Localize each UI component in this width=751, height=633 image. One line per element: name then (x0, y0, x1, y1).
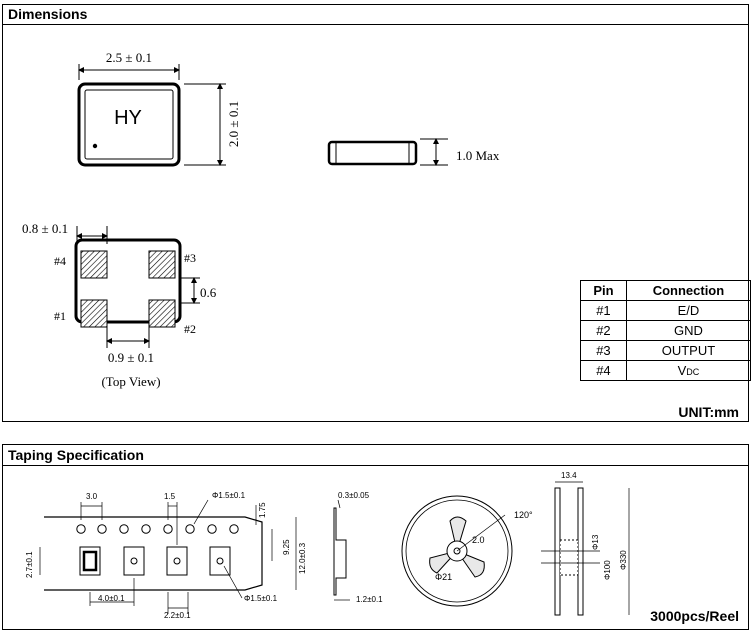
package-marking: HY (114, 107, 142, 129)
pin-label-2: #2 (184, 322, 196, 336)
taping-title: Taping Specification (8, 447, 144, 463)
tape-section: 0.3±0.05 1.2±0.1 (333, 491, 383, 604)
reel-side: 13.4 Φ13 Φ100 Φ330 (541, 471, 630, 616)
pad-1 (80, 299, 108, 328)
pin-cell: #4 (580, 360, 627, 381)
tape-width-label: 12.0±0.3 (298, 542, 307, 574)
pad-width-label: 0.8 ± 0.1 (22, 221, 68, 236)
taping-frame (2, 444, 749, 630)
reel-d13-label: Φ13 (591, 534, 600, 550)
sprocket-holes (76, 524, 239, 534)
pin-cell: #1 (580, 300, 627, 321)
taping-title-rule (2, 465, 749, 466)
vdc-sub: DC (686, 367, 700, 377)
hole-dia-label: Φ1.5±0.1 (212, 491, 246, 500)
pocket-dim-label: 2.7±0.1 (25, 551, 34, 578)
table-row: #3 OUTPUT (580, 340, 751, 361)
vdc-main: V (677, 363, 687, 378)
pitch-half-label: 9.25 (282, 539, 291, 555)
connection-cell: VDC (625, 360, 751, 381)
hole-spacing-label: 1.5 (164, 492, 176, 501)
unit-label: UNIT:mm (678, 404, 739, 420)
height-dim-label: 2.0 ± 0.1 (226, 101, 241, 147)
side-height-label: 1.0 Max (456, 148, 500, 163)
pad-pitch-label: 0.9 ± 0.1 (108, 350, 154, 365)
pin-cell: #2 (580, 320, 627, 341)
pocket-hole-label: Φ1.5±0.1 (244, 594, 278, 603)
hole-pitch-label: 3.0 (86, 492, 98, 501)
reel-width-label: 13.4 (561, 471, 577, 480)
reel-d330-label: Φ330 (619, 550, 628, 570)
dimensions-frame (2, 4, 749, 422)
pocket-depth-label: 1.2±0.1 (356, 595, 383, 604)
table-row: #4 VDC (580, 360, 751, 381)
pin-cell: #3 (580, 340, 627, 361)
pad-3 (148, 250, 176, 279)
connection-cell: OUTPUT (625, 340, 751, 361)
pad-4 (80, 250, 108, 279)
reel-d100-label: Φ100 (603, 560, 612, 580)
reel-qty-label: 3000pcs/Reel (650, 608, 739, 624)
pin-table: Pin Connection #1 E/D #2 GND #3 OUTPUT #… (580, 280, 751, 381)
connection-cell: GND (625, 320, 751, 341)
width-dim-label: 2.5 ± 0.1 (106, 50, 152, 65)
pocket-pitch-label: 4.0±0.1 (98, 594, 125, 603)
center-dist-label: 2.2±0.1 (164, 611, 191, 620)
pin1-dot (92, 143, 98, 149)
pin-label-1: #1 (54, 309, 66, 323)
top-view: HY 2.5 ± 0.1 2.0 ± 0.1 (77, 50, 241, 167)
pad-gap-label: 0.6 (200, 285, 217, 300)
pin-col-header: Pin (580, 280, 627, 301)
table-row: #1 E/D (580, 300, 751, 321)
reel-key-label: 2.0 (472, 535, 485, 545)
pin-table-header: Pin Connection (580, 280, 751, 301)
pin-label-4: #4 (54, 254, 66, 268)
reel-front: 120° 2.0 Φ21 (401, 495, 533, 607)
pin-label-3: #3 (184, 251, 196, 265)
table-row: #2 GND (580, 320, 751, 341)
top-view-caption: (Top View) (101, 374, 160, 389)
reel-hub-label: Φ21 (435, 572, 452, 582)
pad-view: 0.8 ± 0.1 0.6 0.9 ± 0.1 (Top View) #4 #3… (22, 221, 217, 389)
reel-angle-label: 120° (514, 510, 533, 520)
connection-cell: E/D (625, 300, 751, 321)
tape-plan: 3.0 1.5 Φ1.5±0.1 1.75 9.25 12.0±0.3 2.7±… (25, 491, 307, 620)
pad-2 (148, 299, 176, 328)
tape-thickness-label: 0.3±0.05 (338, 491, 370, 500)
dimensions-title: Dimensions (8, 6, 88, 22)
edge-offset-label: 1.75 (258, 502, 267, 518)
dimensions-title-rule (2, 24, 749, 25)
side-view: 1.0 Max (327, 138, 500, 166)
connection-col-header: Connection (625, 280, 751, 301)
